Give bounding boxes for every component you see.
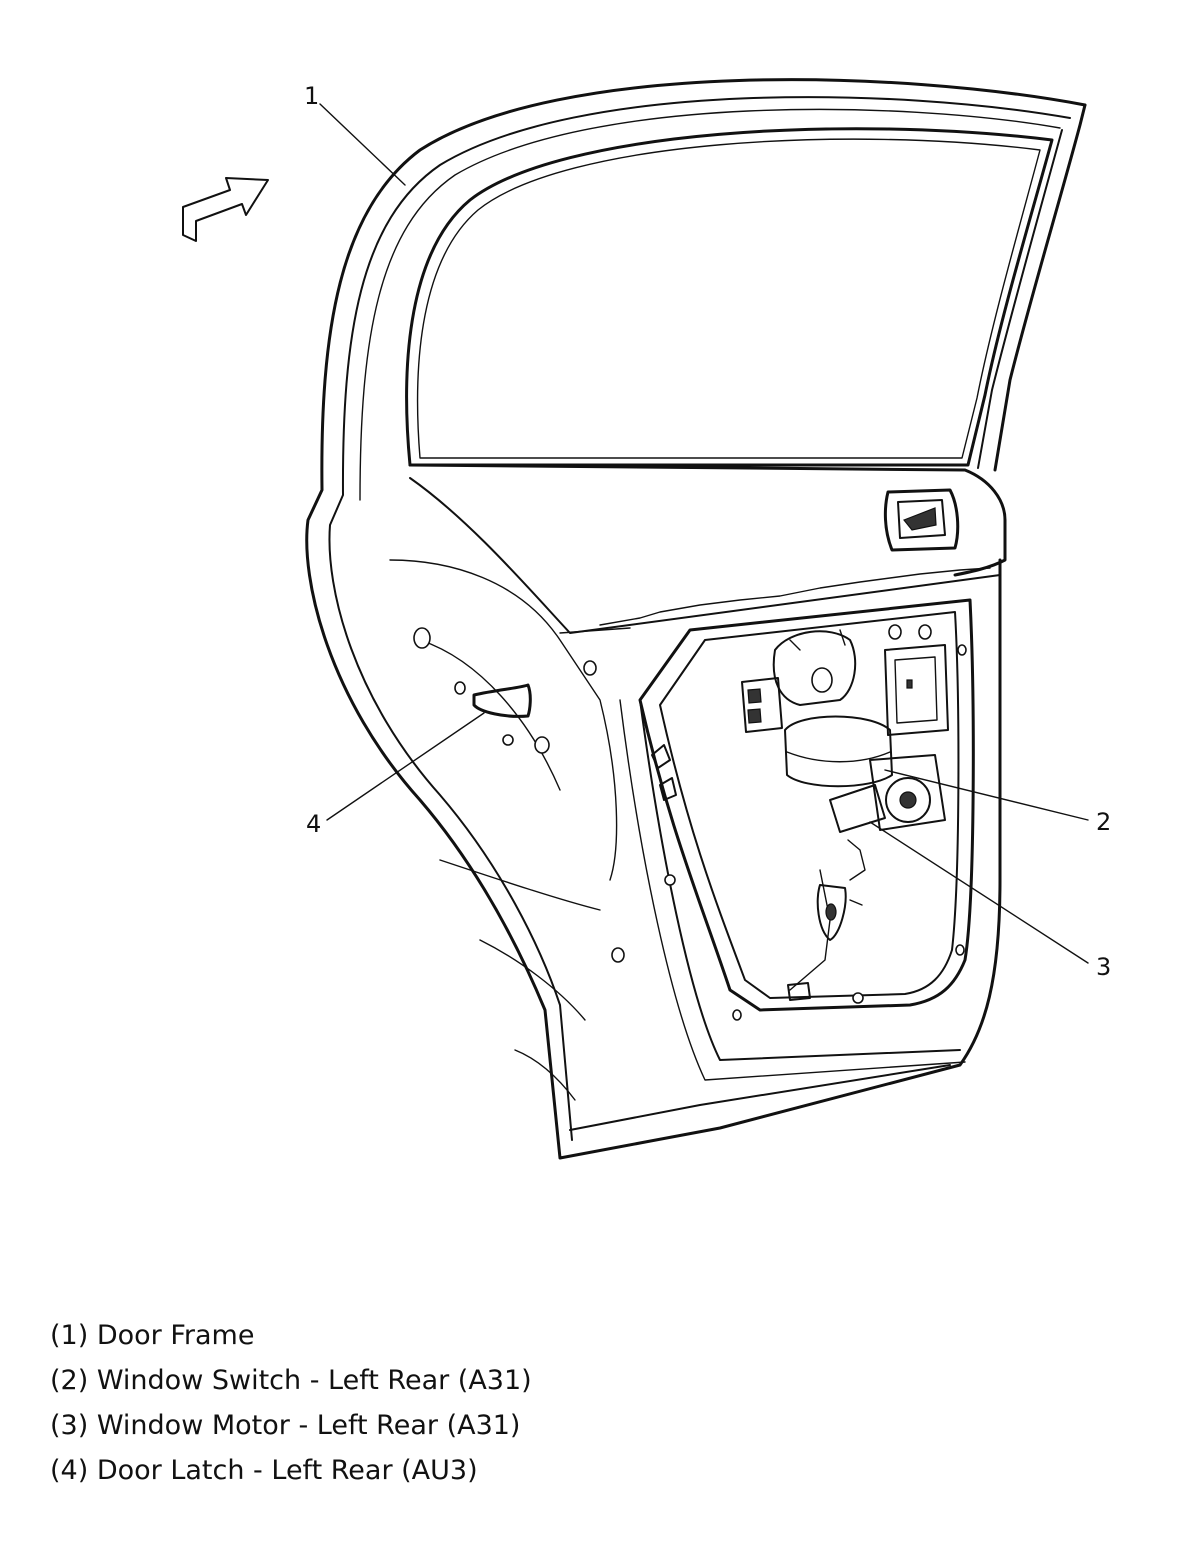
door-frame <box>305 78 1087 1160</box>
front-direction-arrow-icon <box>182 177 269 242</box>
legend: (1) Door Frame (2) Window Switch - Left … <box>50 1313 1150 1493</box>
callout-1: 1 <box>304 82 319 110</box>
legend-item-door-latch: (4) Door Latch - Left Rear (AU3) <box>50 1455 478 1486</box>
legend-item-window-motor: (3) Window Motor - Left Rear (A31) <box>50 1410 521 1441</box>
callout-4: 4 <box>306 810 321 838</box>
window-regulator <box>741 629 946 1001</box>
window-motor <box>829 754 946 881</box>
inside-handle <box>883 488 960 552</box>
door-latch <box>472 683 532 718</box>
callout-3: 3 <box>1096 953 1111 981</box>
door-diagram: 1 2 3 4 <box>182 78 1111 1160</box>
legend-item-window-switch: (2) Window Switch - Left Rear (A31) <box>50 1365 532 1396</box>
leader-lines <box>319 103 1089 964</box>
legend-item-door-frame: (1) Door Frame <box>50 1320 255 1351</box>
callout-2: 2 <box>1096 808 1111 836</box>
